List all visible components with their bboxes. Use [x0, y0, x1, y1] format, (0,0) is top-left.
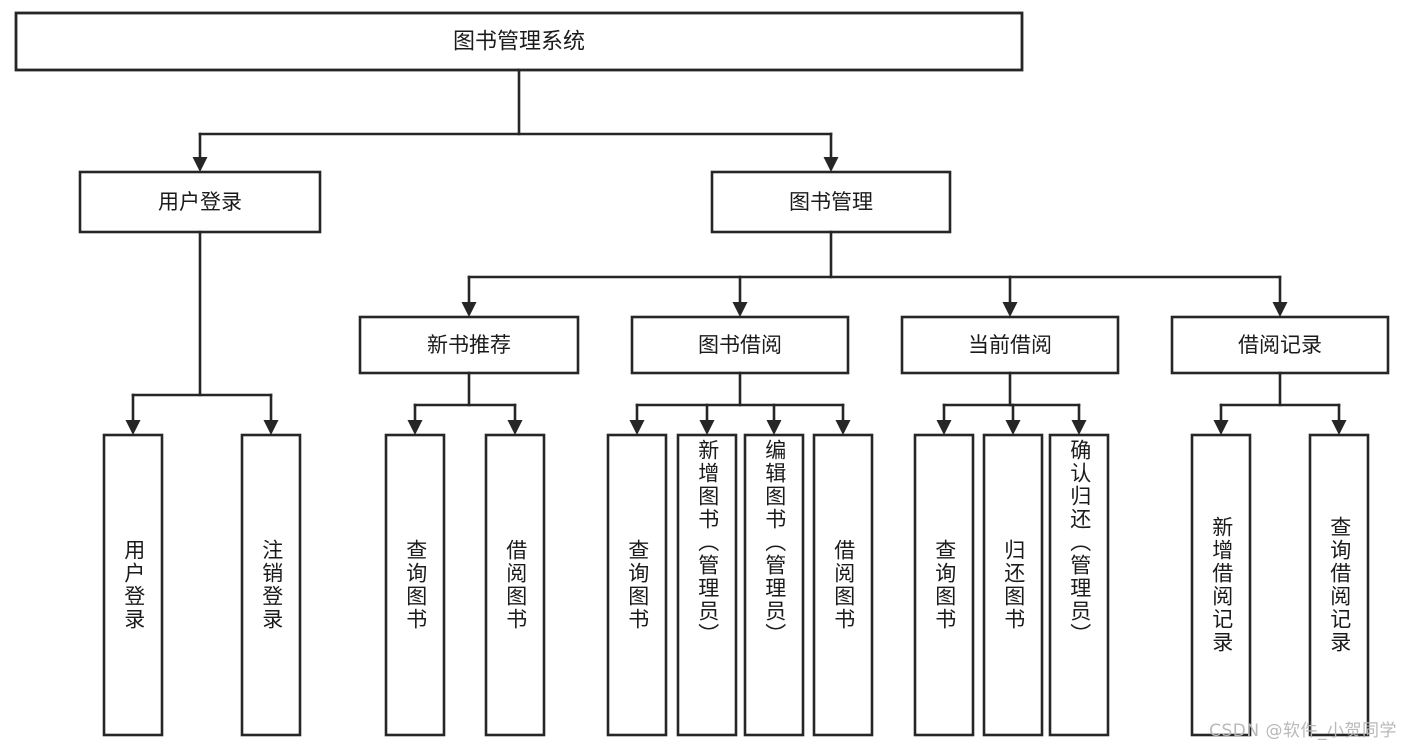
leaf-node-1[interactable] [240, 433, 302, 737]
arrow-head-icon [732, 302, 748, 317]
connector-arrow [699, 403, 715, 435]
connector-arrow [1005, 403, 1021, 435]
leaf-node-4[interactable] [606, 433, 668, 737]
leaf-node-9-box[interactable] [982, 433, 1044, 737]
leaf-node-6-box[interactable] [743, 433, 805, 737]
level3-node-0-label: 新书推荐 [427, 333, 511, 357]
connector-arrow [1272, 275, 1288, 317]
leaf-node-8-box[interactable] [913, 433, 975, 737]
arrow-head-icon [936, 420, 952, 435]
leaf-node-0[interactable] [102, 433, 164, 737]
level3-node-0-box[interactable] [358, 315, 580, 375]
connector-arrow [192, 132, 208, 172]
leaf-node-1-box[interactable] [240, 433, 302, 737]
level3-node-3[interactable]: 借阅记录 [1170, 315, 1390, 375]
arrow-head-icon [1331, 420, 1347, 435]
connector-arrow [507, 403, 523, 435]
leaf-node-2-box[interactable] [384, 433, 446, 737]
leaf-node-0-box[interactable] [102, 433, 164, 737]
leaf-node-11[interactable] [1190, 433, 1252, 737]
watermark: CSDN @软件_小贺同学 [1209, 721, 1397, 741]
arrow-head-icon [1002, 302, 1018, 317]
level3-node-0[interactable]: 新书推荐 [358, 315, 580, 375]
arrow-head-icon [629, 420, 645, 435]
connector-arrow [629, 403, 645, 435]
level3-node-2-label: 当前借阅 [968, 333, 1052, 357]
level2-node-1[interactable]: 图书管理 [710, 170, 952, 234]
level3-node-2[interactable]: 当前借阅 [900, 315, 1120, 375]
connector-arrow [461, 275, 477, 317]
connector-arrow [1002, 275, 1018, 317]
arrow-head-icon [407, 420, 423, 435]
connector-arrow [1213, 403, 1229, 435]
leaf-node-3[interactable] [484, 433, 546, 737]
connector-arrow [1331, 403, 1347, 435]
level2-node-0[interactable]: 用户登录 [78, 170, 322, 234]
leaf-node-7[interactable] [812, 433, 874, 737]
level2-node-0-box[interactable] [78, 170, 322, 234]
leaf-node-3-box[interactable] [484, 433, 546, 737]
connector-arrow [766, 403, 782, 435]
root-node[interactable]: 图书管理系统 [14, 11, 1024, 72]
leaf-node-10-box[interactable] [1048, 433, 1110, 737]
level2-node-0-label: 用户登录 [158, 190, 242, 214]
leaf-node-8[interactable] [913, 433, 975, 737]
arrow-head-icon [1213, 420, 1229, 435]
leaf-node-10[interactable] [1048, 433, 1110, 737]
leaf-node-9[interactable] [982, 433, 1044, 737]
arrow-head-icon [1272, 302, 1288, 317]
arrow-head-icon [1005, 420, 1021, 435]
leaf-node-6[interactable] [743, 433, 805, 737]
level3-node-3-label: 借阅记录 [1238, 333, 1322, 357]
arrow-head-icon [699, 420, 715, 435]
arrow-head-icon [1071, 420, 1087, 435]
level3-node-1-label: 图书借阅 [698, 333, 782, 357]
arrow-head-icon [263, 420, 279, 435]
connector-arrow [125, 393, 141, 435]
connector-arrow [1071, 403, 1087, 435]
connector-arrow [835, 403, 851, 435]
arrow-head-icon [507, 420, 523, 435]
arrow-head-icon [835, 420, 851, 435]
connector-arrow [407, 403, 423, 435]
leaf-node-11-box[interactable] [1190, 433, 1252, 737]
arrow-head-icon [192, 157, 208, 172]
level2-node-1-label: 图书管理 [789, 190, 873, 214]
connector-arrow [263, 393, 279, 435]
leaf-node-7-box[interactable] [812, 433, 874, 737]
root-node-label: 图书管理系统 [453, 30, 585, 55]
leaf-node-12-box[interactable] [1308, 433, 1370, 737]
arrow-head-icon [125, 420, 141, 435]
arrow-head-icon [823, 157, 839, 172]
leaf-node-4-box[interactable] [606, 433, 668, 737]
arrow-head-icon [766, 420, 782, 435]
leaf-node-5[interactable] [676, 433, 738, 737]
connector-arrow [823, 132, 839, 172]
connector-arrow [732, 275, 748, 317]
level3-node-2-box[interactable] [900, 315, 1120, 375]
arrow-head-icon [461, 302, 477, 317]
leaf-node-5-box[interactable] [676, 433, 738, 737]
root-node-box[interactable] [14, 11, 1024, 72]
leaf-node-2[interactable] [384, 433, 446, 737]
connector-arrow [936, 403, 952, 435]
level3-node-1[interactable]: 图书借阅 [630, 315, 850, 375]
leaf-node-12[interactable] [1308, 433, 1370, 737]
